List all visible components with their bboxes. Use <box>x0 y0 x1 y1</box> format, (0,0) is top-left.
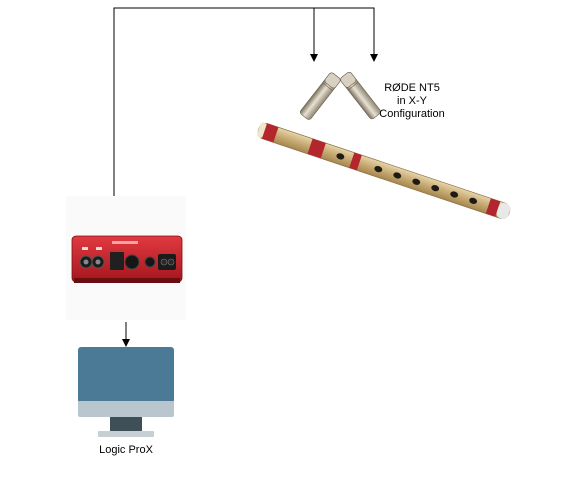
audio-interface-icon <box>66 196 186 320</box>
microphone-label-line-1: RØDE NT5 <box>384 82 440 94</box>
connector-interface-to-mic-right <box>113 7 378 196</box>
computer-label: Logic ProX <box>99 444 153 456</box>
microphone-label-line-3: Configuration <box>379 108 445 120</box>
stereo-condenser-microphones-icon <box>300 71 381 120</box>
bansuri-flute-icon <box>257 122 511 220</box>
desktop-monitor-icon <box>78 347 174 437</box>
connector-lines <box>113 7 378 347</box>
microphone-label-line-2: in X-Y <box>397 95 427 107</box>
microphone-label: RØDE NT5 in X-Y Configuration <box>360 82 464 121</box>
